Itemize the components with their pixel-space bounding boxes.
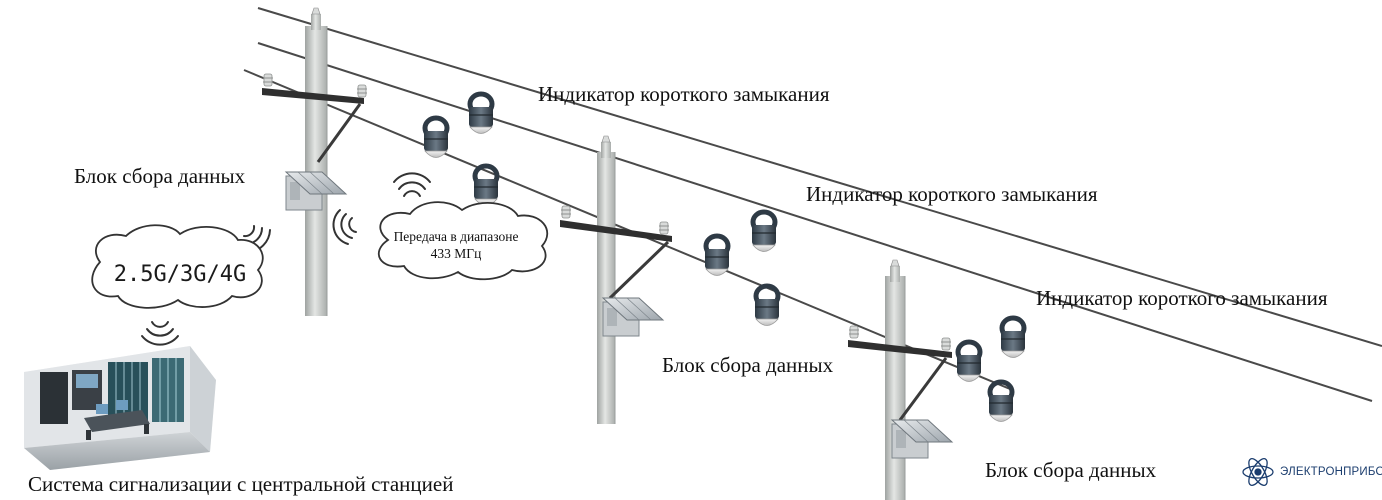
radio-bubble-shape — [377, 201, 549, 281]
power-lines — [243, 7, 1382, 402]
network-bubble-text: 2.5G/3G/4G — [113, 262, 247, 287]
radio-waves — [141, 172, 431, 346]
radio-bubble-text: Передача в диапазоне 433 МГц — [374, 228, 538, 262]
sensor-1c — [474, 166, 498, 206]
sensor-2c — [755, 286, 779, 326]
power-line-middle — [257, 42, 1373, 402]
network-bubble-shape — [91, 224, 264, 309]
power-line-bottom — [243, 69, 1011, 390]
collector-label-2: Блок сбора данных — [662, 353, 834, 377]
collector-label-3: Блок сбора данных — [985, 458, 1157, 482]
sensor-1a — [469, 94, 493, 134]
pole-1 — [262, 7, 368, 316]
sensor-1b — [424, 118, 448, 158]
sensor-3b — [957, 342, 981, 382]
brand-name: ЭЛЕКТРОНПРИБОР — [1280, 466, 1382, 478]
brand-logo-icon — [1242, 458, 1274, 486]
sensor-3a — [1001, 318, 1025, 358]
pole-2 — [560, 135, 672, 424]
indicator-label-1: Индикатор короткого замыкания — [538, 82, 830, 106]
control-room-illustration — [24, 346, 216, 470]
sensor-2a — [752, 212, 776, 252]
indicator-label-2: Индикатор короткого замыкания — [806, 182, 1098, 206]
central-station-label: Система сигнализации с центральной станц… — [28, 472, 454, 496]
radio-bubble-line-1: Передача в диапазоне — [393, 229, 519, 244]
pole-3 — [848, 259, 953, 500]
indicator-label-3: Индикатор короткого замыкания — [1036, 286, 1328, 310]
sensor-2b — [705, 236, 729, 276]
radio-bubble-line-2: 433 МГц — [430, 246, 482, 261]
sensor-3c — [989, 382, 1013, 422]
collector-label-1: Блок сбора данных — [74, 164, 246, 188]
power-line-top — [257, 7, 1382, 347]
